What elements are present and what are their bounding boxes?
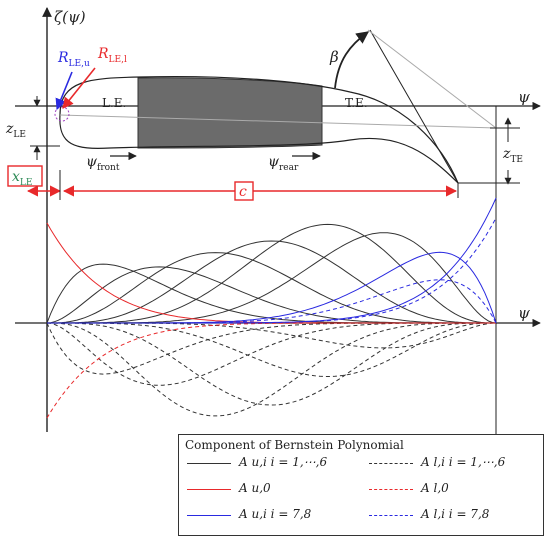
legend-title: Component of Bernstein Polynomial	[185, 438, 404, 452]
upper-a8-curve	[47, 197, 497, 324]
chord-label: c	[239, 184, 247, 200]
lower-component-curve	[47, 322, 496, 406]
lower-a7-curve	[47, 279, 497, 324]
legend-row: A u,i i = 1,⋯,6	[179, 453, 359, 475]
legend: Component of Bernstein Polynomial A u,i …	[178, 434, 544, 536]
upper-component-curve	[47, 252, 496, 324]
lower-component-curve	[46, 322, 496, 386]
airfoil-shaded-region	[137, 77, 323, 149]
beta-arc	[334, 31, 370, 89]
legend-swatch	[369, 489, 413, 490]
r-le-l-arrow	[62, 67, 96, 109]
x-le-label: xLE	[12, 169, 32, 188]
legend-label: A l,i i = 1,⋯,6	[421, 455, 506, 469]
legend-swatch	[369, 463, 413, 464]
legend-swatch	[187, 489, 231, 490]
lower-component-curve	[46, 322, 496, 375]
upper-component-curve	[47, 223, 496, 324]
legend-row: A u,0	[179, 479, 359, 501]
z-te-label: zTE	[502, 146, 523, 165]
lower-component-curve	[47, 322, 497, 349]
psi-mid-label: ψ	[518, 304, 530, 322]
psi-front-label: ψfront	[86, 154, 120, 173]
legend-swatch	[369, 515, 413, 516]
legend-label: A l,i i = 7,8	[421, 507, 490, 521]
r-le-u-label: RLE,u	[57, 50, 90, 69]
psi-rear-label: ψrear	[268, 154, 299, 173]
bernstein-curves	[46, 197, 497, 419]
lower-component-curve	[47, 322, 496, 378]
legend-swatch	[187, 463, 231, 464]
z-le-label: zLE	[5, 121, 26, 140]
legend-row: A l,0	[361, 479, 541, 501]
legend-label: A u,i i = 7,8	[239, 507, 312, 521]
legend-row: A u,i i = 7,8	[179, 505, 359, 527]
legend-swatch	[187, 515, 231, 516]
r-le-l-label: RLE,l	[97, 46, 127, 65]
leading-edge-circle	[54, 106, 70, 122]
airfoil-lower-surface	[59, 114, 459, 184]
legend-label: A u,i i = 1,⋯,6	[239, 455, 328, 469]
lower-component-curve	[47, 322, 496, 417]
beta-label: β	[329, 48, 339, 66]
psi-top-label: ψ	[518, 88, 530, 106]
legend-row: A l,i i = 7,8	[361, 505, 541, 527]
upper-a0-curve	[46, 222, 496, 324]
upper-component-curve	[47, 240, 496, 324]
chord-box	[234, 181, 254, 201]
lower-a8-curve	[47, 217, 497, 324]
legend-label: A l,0	[421, 481, 449, 495]
upper-a7-curve	[47, 251, 497, 324]
lower-a0-curve	[46, 322, 496, 419]
trailing-edge-tangent-2	[367, 29, 497, 129]
x-le-box	[7, 165, 43, 187]
te-label: T.E.	[345, 96, 368, 110]
zeta-axis-label: ζ(ψ)	[54, 8, 86, 26]
legend-label: A u,0	[239, 481, 271, 495]
le-label: L.E.	[102, 96, 126, 110]
r-le-u-arrow	[55, 71, 73, 111]
gray-reference-line	[59, 114, 497, 129]
trailing-edge-tangent	[369, 29, 459, 184]
legend-row: A l,i i = 1,⋯,6	[361, 453, 541, 475]
